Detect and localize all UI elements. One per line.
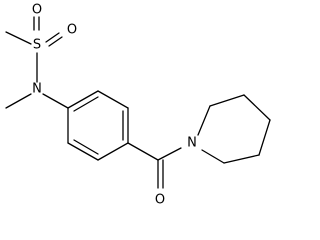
- ring-bond-1: [67, 90, 99, 109]
- bond-methyl-s: [5, 31, 32, 45]
- pip-bond-5: [223, 154, 260, 164]
- pip-bond-1: [197, 105, 211, 136]
- bond-s-o-right: [45, 32, 60, 43]
- benzene-ring: [67, 90, 129, 161]
- atom-sulfur: S: [33, 38, 41, 53]
- methylsulfonyl-group: [5, 16, 63, 83]
- piperidine-ring: [197, 94, 271, 164]
- ring-bond-4: [97, 142, 129, 161]
- bond-n-methyl: [5, 93, 32, 109]
- atom-piperidine-nitrogen: N: [187, 136, 197, 151]
- ring-bond-2: [97, 90, 129, 109]
- bond-s-o-right-double: [48, 36, 63, 47]
- n-methyl-group: [5, 93, 69, 109]
- atom-sulfonyl-oxygen-upper: O: [32, 3, 42, 18]
- pip-bond-4: [258, 119, 271, 156]
- carbonyl-group: [127, 142, 182, 189]
- pip-bond-6: [201, 149, 225, 164]
- ring-bond-5: [67, 142, 99, 161]
- chemical-structure-diagram: S O O N O N: [5, 3, 271, 208]
- bond-n-ring: [42, 93, 69, 109]
- atom-sulfonyl-oxygen-right: O: [67, 23, 77, 38]
- bond-ring-carbonyl: [127, 142, 159, 161]
- bond-carbonyl-n: [157, 147, 182, 161]
- ring-bond-5-inner: [73, 139, 99, 155]
- atom-sulfonamide-nitrogen: N: [32, 82, 42, 97]
- ring-bond-1-inner: [73, 96, 99, 112]
- atom-carbonyl-oxygen: O: [155, 193, 165, 208]
- pip-bond-2: [209, 94, 245, 107]
- pip-bond-3: [243, 94, 271, 121]
